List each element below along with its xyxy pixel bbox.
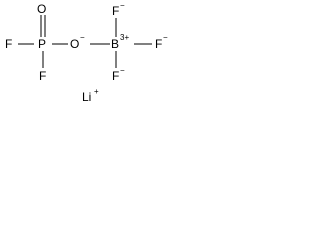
- atom-f-bottom: F: [39, 69, 46, 83]
- atom-o-top: O: [37, 2, 46, 16]
- charge-f-b-top: −: [120, 1, 125, 10]
- atom-p: P: [38, 37, 46, 51]
- atom-f-b-top: F: [112, 4, 119, 18]
- charge-f-b-right: −: [163, 33, 168, 42]
- atom-b: B: [111, 37, 119, 51]
- chemical-structure-diagram: F P O F O − B 3+ F − F − F − Li +: [5, 1, 168, 104]
- atom-o-bridge: O: [70, 37, 79, 51]
- charge-o-bridge: −: [80, 33, 85, 42]
- charge-b: 3+: [120, 33, 129, 42]
- atom-f-left: F: [5, 37, 12, 51]
- atom-f-b-right: F: [155, 37, 162, 51]
- counterion-li: Li: [82, 90, 91, 104]
- atom-f-b-bottom: F: [112, 69, 119, 83]
- charge-f-b-bottom: −: [120, 66, 125, 75]
- counterion-li-charge: +: [94, 87, 99, 96]
- structure-canvas: F P O F O − B 3+ F − F − F − Li +: [0, 0, 178, 104]
